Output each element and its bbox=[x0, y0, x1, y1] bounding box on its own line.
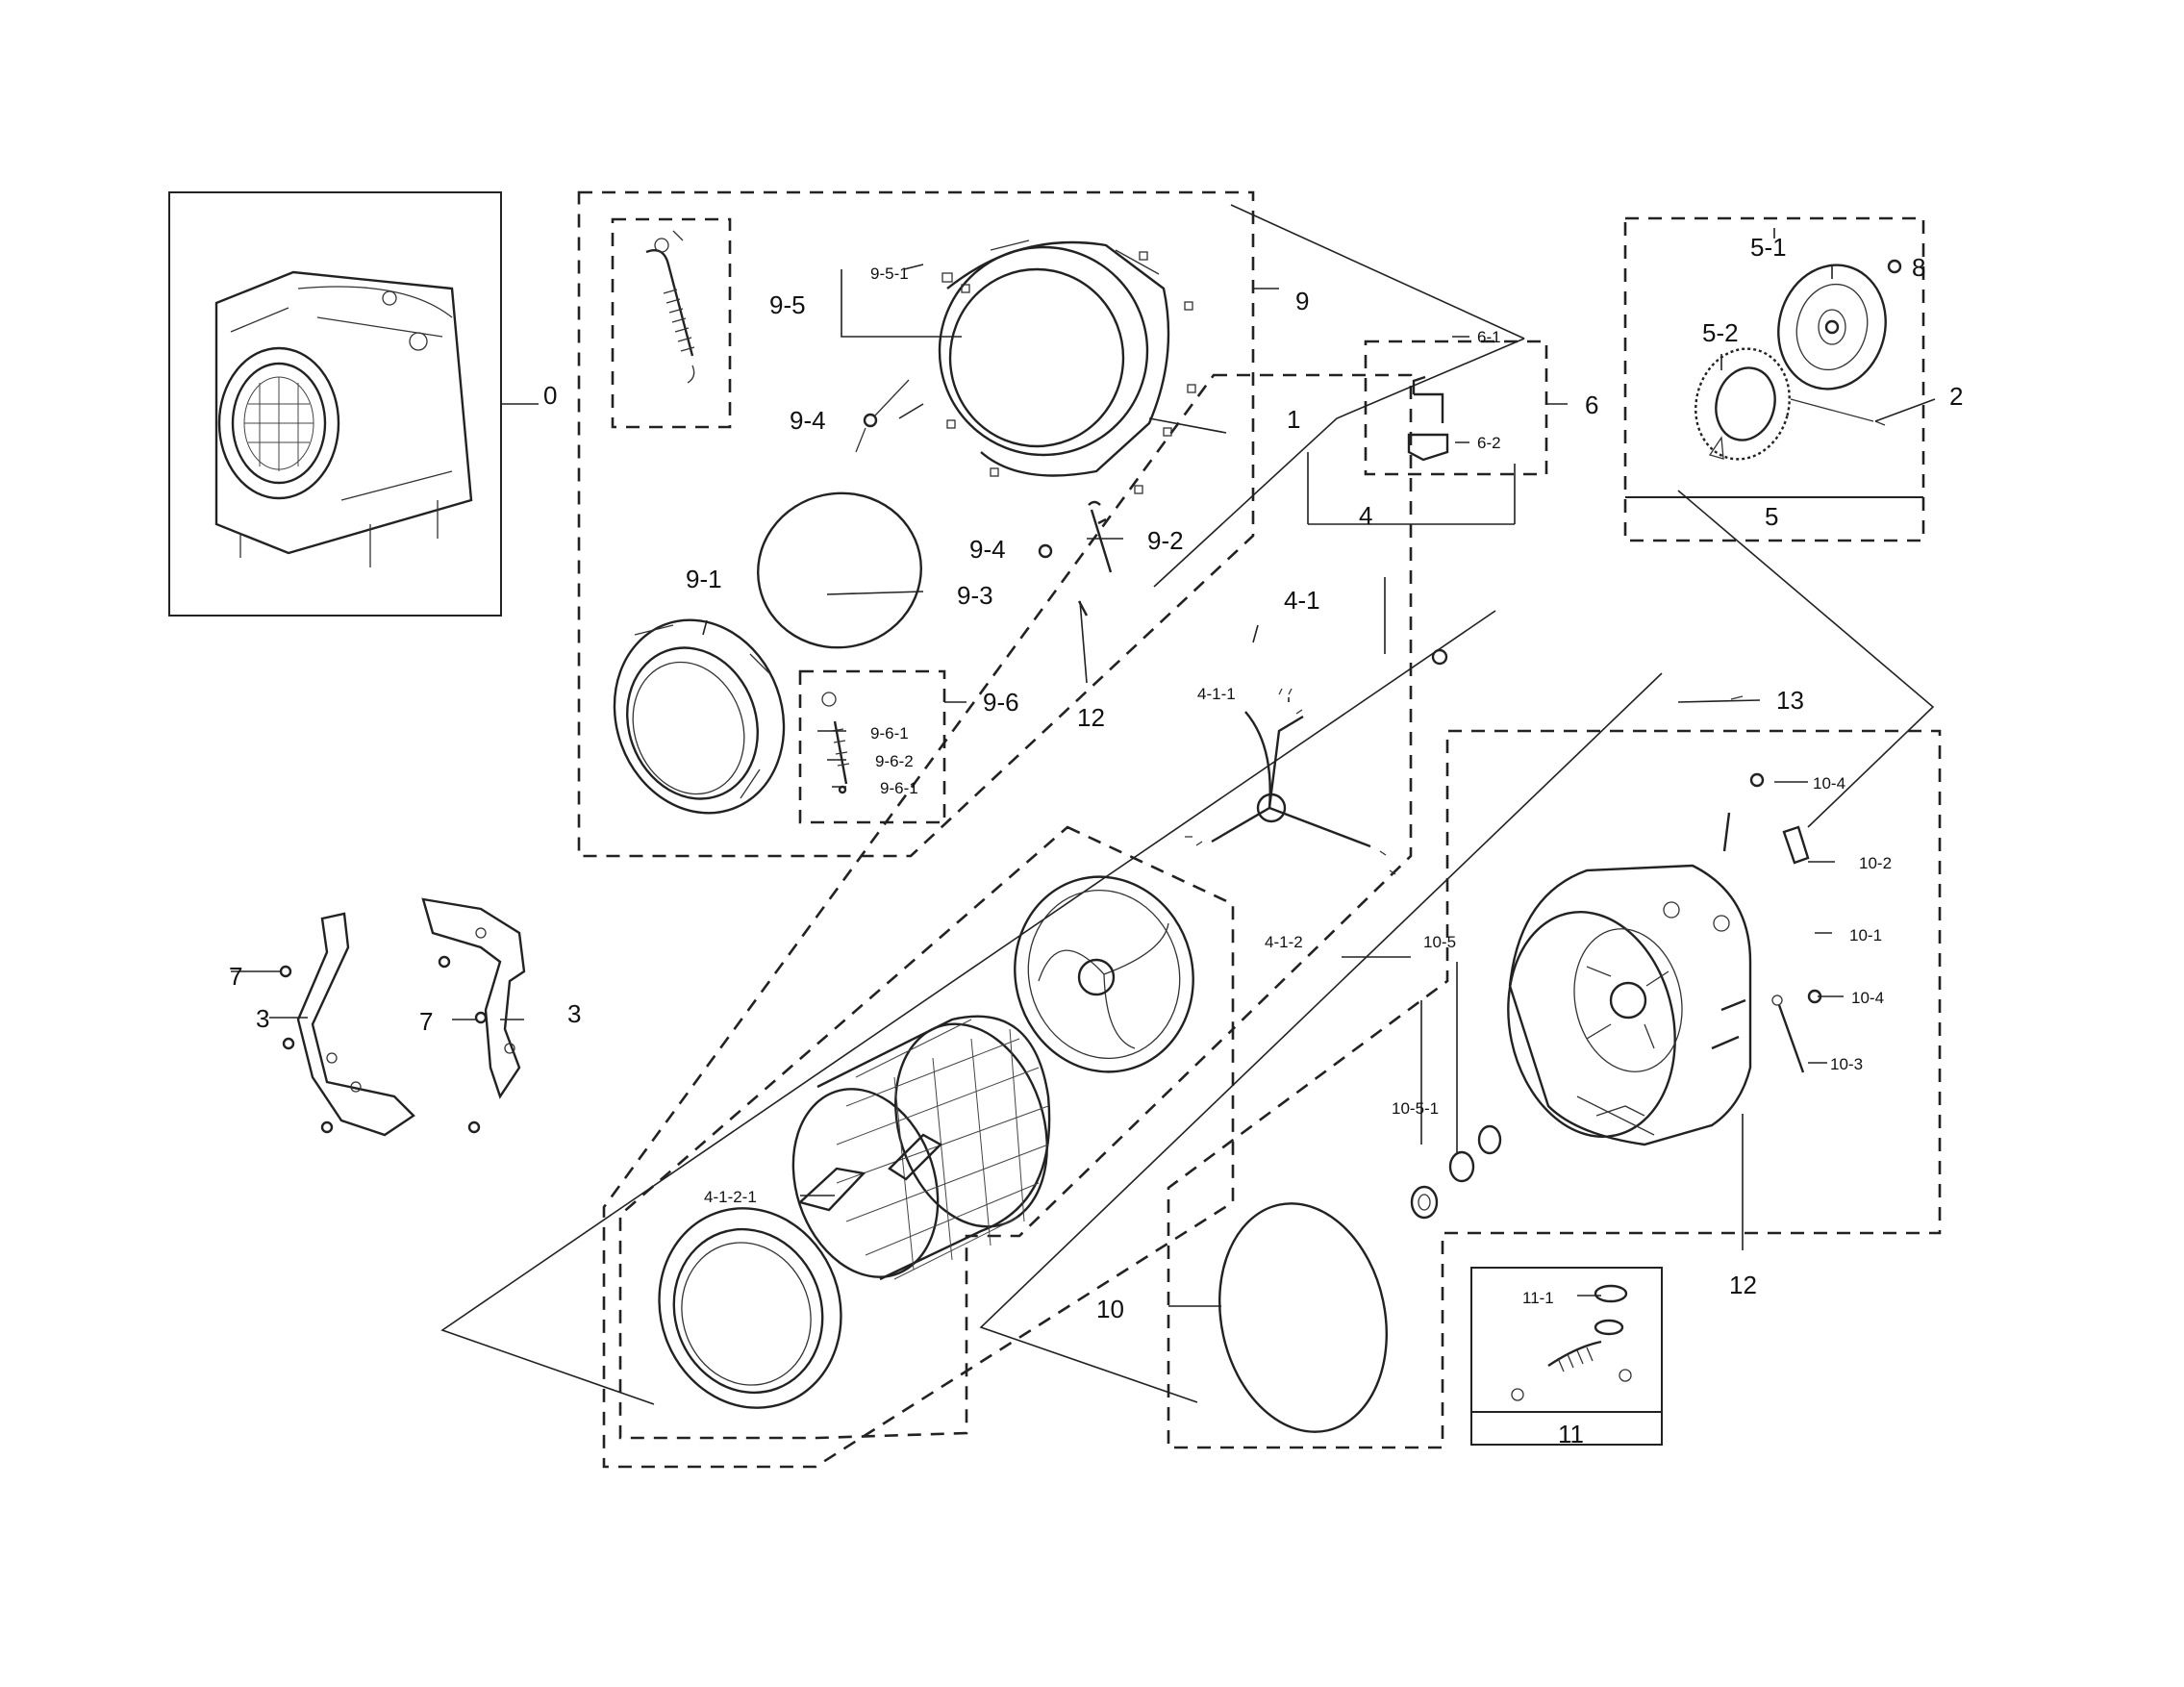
screws-7 bbox=[279, 955, 488, 1134]
rear-tub bbox=[1507, 864, 1752, 1146]
spider-flange bbox=[1185, 648, 1448, 875]
callout-4: 4 bbox=[1359, 501, 1372, 530]
screw-9-4-mid bbox=[1038, 543, 1053, 559]
callout-9: 9 bbox=[1295, 287, 1309, 315]
callout-4-1-2: 4-1-2 bbox=[1265, 933, 1303, 951]
callout-10-1: 10-1 bbox=[1849, 926, 1882, 944]
callout-10-3: 10-3 bbox=[1830, 1055, 1863, 1073]
callout-11: 11 bbox=[1558, 1420, 1584, 1448]
bolt-2 bbox=[1790, 398, 1886, 426]
stator bbox=[1694, 347, 1791, 461]
bolt-13 bbox=[1730, 695, 1744, 700]
tub-cover bbox=[938, 239, 1196, 494]
callout-10-5: 10-5 bbox=[1423, 933, 1456, 951]
callout-5: 5 bbox=[1765, 502, 1778, 531]
guide-line-9 bbox=[1153, 204, 1525, 588]
callout-10-4-top: 10-4 bbox=[1813, 774, 1845, 793]
assembled-tub bbox=[214, 270, 473, 567]
callout-3-left: 3 bbox=[256, 1004, 269, 1033]
frame-group-6 bbox=[1364, 340, 1548, 476]
damper-9-2 bbox=[1088, 500, 1113, 573]
guide-line-4 bbox=[440, 610, 1663, 1405]
frame-group-9 bbox=[577, 190, 1255, 858]
callout-10-2: 10-2 bbox=[1859, 854, 1892, 872]
callout-3-right: 3 bbox=[567, 999, 581, 1028]
frame-group-4-1 bbox=[602, 373, 1413, 1469]
callout-9-4-top: 9-4 bbox=[790, 406, 826, 435]
door-gasket-ring bbox=[757, 491, 922, 649]
frame-group-5 bbox=[1623, 216, 1925, 542]
rotor bbox=[1777, 264, 1887, 390]
callout-0: 0 bbox=[543, 381, 557, 410]
sensor-6 bbox=[1407, 375, 1449, 462]
callout-10-4-mid: 10-4 bbox=[1851, 989, 1884, 1007]
callout-12-bottom: 12 bbox=[1729, 1271, 1757, 1299]
callout-9-1: 9-1 bbox=[686, 565, 722, 593]
callout-9-5-1: 9-5-1 bbox=[870, 264, 909, 283]
damper-10-3 bbox=[1771, 995, 1805, 1073]
callout-9-2: 9-2 bbox=[1147, 526, 1184, 555]
hose-clip-9-6 bbox=[821, 692, 850, 794]
callout-7-right: 7 bbox=[419, 1007, 433, 1036]
drum-back bbox=[1014, 875, 1194, 1073]
bracket-right bbox=[421, 897, 526, 1099]
front-ring bbox=[613, 618, 786, 815]
callout-6-2: 6-2 bbox=[1477, 434, 1501, 452]
callout-7-left: 7 bbox=[229, 962, 242, 991]
bearings-10-5 bbox=[1410, 1124, 1502, 1220]
nut-8 bbox=[1887, 259, 1902, 274]
callout-9-4-mid: 9-4 bbox=[969, 535, 1006, 564]
drum-front-ring bbox=[658, 1207, 842, 1409]
callout-9-6-2: 9-6-2 bbox=[875, 752, 914, 770]
frame-group-11 bbox=[1470, 1267, 1663, 1446]
callout-11-1: 11-1 bbox=[1522, 1289, 1554, 1307]
guide-line-5 bbox=[1677, 490, 1935, 828]
frame-group-4-1-2 bbox=[618, 825, 1235, 1440]
callout-4-1-2-1: 4-1-2-1 bbox=[704, 1188, 757, 1206]
drum-basket bbox=[791, 1015, 1051, 1281]
frame-hose-kit bbox=[611, 217, 732, 429]
callout-13: 13 bbox=[1776, 686, 1804, 715]
callout-9-6-1-top: 9-6-1 bbox=[870, 724, 909, 743]
hose-kit bbox=[645, 230, 695, 384]
tub-gasket-ring bbox=[1218, 1202, 1389, 1433]
bracket-left bbox=[296, 912, 415, 1137]
callout-12-top: 12 bbox=[1077, 703, 1105, 732]
callout-9-3: 9-3 bbox=[957, 581, 993, 610]
weight-10-2 bbox=[1782, 825, 1810, 865]
callout-1: 1 bbox=[1287, 405, 1300, 434]
callout-9-5: 9-5 bbox=[769, 290, 806, 319]
callout-labels: 0 1 2 3 3 4 4-1 4-1-1 4-1-2 4-1-2-1 5 5-… bbox=[229, 233, 1963, 1448]
screw-9-4-top bbox=[855, 379, 910, 453]
bolts-10-4 bbox=[1722, 772, 1822, 1004]
callout-9-6-1-bottom: 9-6-1 bbox=[880, 779, 918, 797]
callout-10-5-1: 10-5-1 bbox=[1392, 1099, 1439, 1118]
callout-4-1: 4-1 bbox=[1284, 586, 1320, 615]
callout-6-1: 6-1 bbox=[1477, 328, 1501, 346]
callout-8: 8 bbox=[1912, 253, 1925, 282]
callout-10: 10 bbox=[1096, 1295, 1124, 1323]
callout-9-6: 9-6 bbox=[983, 688, 1019, 717]
frame-group-10 bbox=[1167, 729, 1942, 1449]
drain-hose-11 bbox=[1511, 1284, 1632, 1401]
leader-lines bbox=[231, 228, 1936, 1307]
callout-6: 6 bbox=[1585, 390, 1598, 419]
callout-5-2: 5-2 bbox=[1702, 318, 1739, 347]
frame-group-9-6 bbox=[798, 669, 946, 824]
callout-5-1: 5-1 bbox=[1750, 233, 1787, 262]
callout-2: 2 bbox=[1949, 382, 1963, 411]
callout-4-1-1: 4-1-1 bbox=[1197, 685, 1236, 703]
frame-assembly-0 bbox=[168, 191, 502, 617]
